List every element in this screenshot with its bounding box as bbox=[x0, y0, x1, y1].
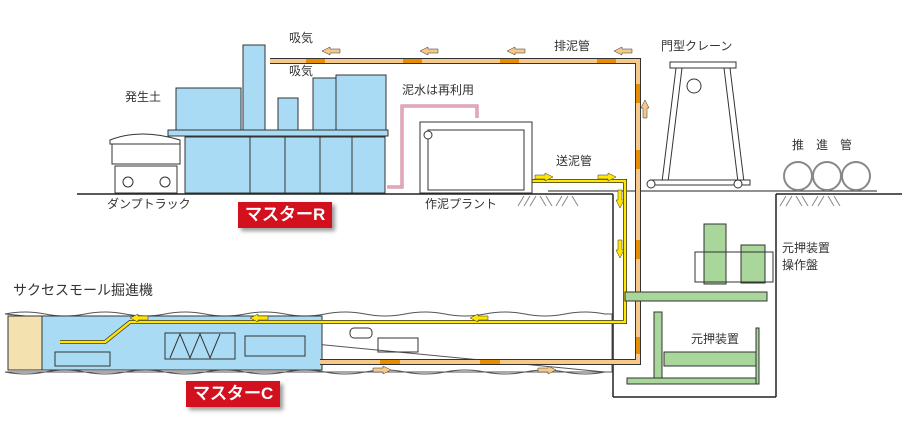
intake-air-label-1: 吸気 bbox=[289, 31, 314, 45]
tunnel-machine-label: サクセスモール掘進機 bbox=[13, 283, 153, 299]
soil-hatch bbox=[517, 195, 841, 207]
jacking-pipes-label: 推 進 管 bbox=[792, 138, 853, 152]
main-jack-panel-label-1: 元押装置 bbox=[782, 241, 831, 255]
dump-truck bbox=[109, 133, 181, 194]
flow-arrows bbox=[129, 46, 650, 375]
intake-air-label-2: 吸気 bbox=[289, 64, 314, 78]
main-jack-label: 元押装置 bbox=[691, 332, 740, 346]
gantry-crane bbox=[646, 61, 751, 189]
discharge-pipe-label: 排泥管 bbox=[554, 39, 591, 53]
ground bbox=[77, 190, 902, 398]
jacking-pipes bbox=[783, 161, 871, 191]
supply-pipe-label: 送泥管 bbox=[556, 154, 593, 168]
main-jack-equipment bbox=[624, 223, 774, 385]
master-r-plant bbox=[167, 44, 389, 194]
master-r-badge: マスターR bbox=[238, 202, 333, 228]
main-jack-panel-label-2: 操作盤 bbox=[782, 258, 819, 272]
mud-plant-label: 作泥プラント bbox=[425, 197, 498, 211]
slurry-reuse-label: 泥水は再利用 bbox=[402, 83, 475, 97]
dump-truck-label: ダンプトラック bbox=[107, 197, 191, 211]
master-c-badge: マスターC bbox=[186, 381, 281, 407]
gantry-crane-label: 門型クレーン bbox=[661, 39, 733, 53]
excavated-soil-label: 発生土 bbox=[125, 90, 162, 104]
discharge-pipe-segments bbox=[306, 59, 640, 364]
mud-plant bbox=[419, 121, 533, 194]
